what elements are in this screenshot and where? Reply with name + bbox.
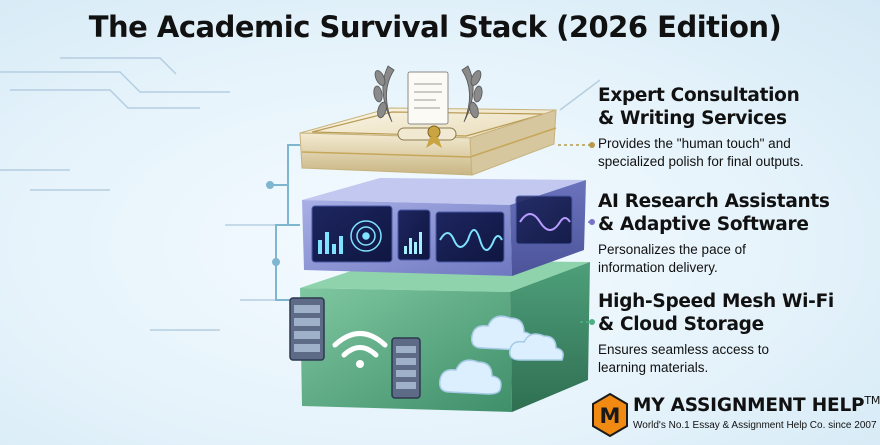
layer-title: High-Speed Mesh Wi-Fi & Cloud Storage [598,291,834,335]
cloud-icon [438,359,502,395]
diploma-scroll-icon [397,125,457,148]
certificate-icon [407,71,449,125]
logo-tagline: World's No.1 Essay & Assignment Help Co.… [633,420,877,431]
radar-icon [350,220,382,252]
layer-description: Personalizes the pace of information del… [598,242,746,275]
waveform-icon [439,229,503,251]
server-rack-icon [289,297,325,361]
layer-title: Expert Consultation & Writing Services [598,85,800,129]
page-title: The Academic Survival Stack (2026 Editio… [88,10,782,44]
layer-label-ai: AI Research Assistants & Adaptive Softwa… [598,190,863,277]
brand-logo: M MY ASSIGNMENT HELPTM World's No.1 Essa… [590,392,880,442]
server-rack-icon [391,337,421,399]
logo-brand-name: MY ASSIGNMENT HELPTM [633,394,880,417]
logo-letter: M [600,404,621,428]
trademark: TM [864,394,880,407]
cloud-icon [508,333,564,361]
left-connectors [266,144,300,301]
bottom-layer-network [289,260,590,412]
right-connectors [558,142,595,325]
circuit-lines [0,57,601,331]
waveform-icon [519,213,571,231]
layer-title: AI Research Assistants & Adaptive Softwa… [598,191,830,235]
laurel-wreath-icon [373,65,483,123]
layer-description: Provides the "human touch" and specializ… [598,136,804,169]
layer-label-expert: Expert Consultation & Writing Services P… [598,84,863,171]
bar-chart-icon [318,232,343,254]
mini-bars-icon [404,232,422,254]
middle-layer-ai [302,178,586,276]
wifi-icon [332,331,388,368]
top-layer-expert [299,65,557,176]
layer-label-network: High-Speed Mesh Wi-Fi & Cloud Storage En… [598,290,863,377]
layer-description: Ensures seamless access to learning mate… [598,342,770,375]
logo-mark-icon: M [592,392,628,438]
